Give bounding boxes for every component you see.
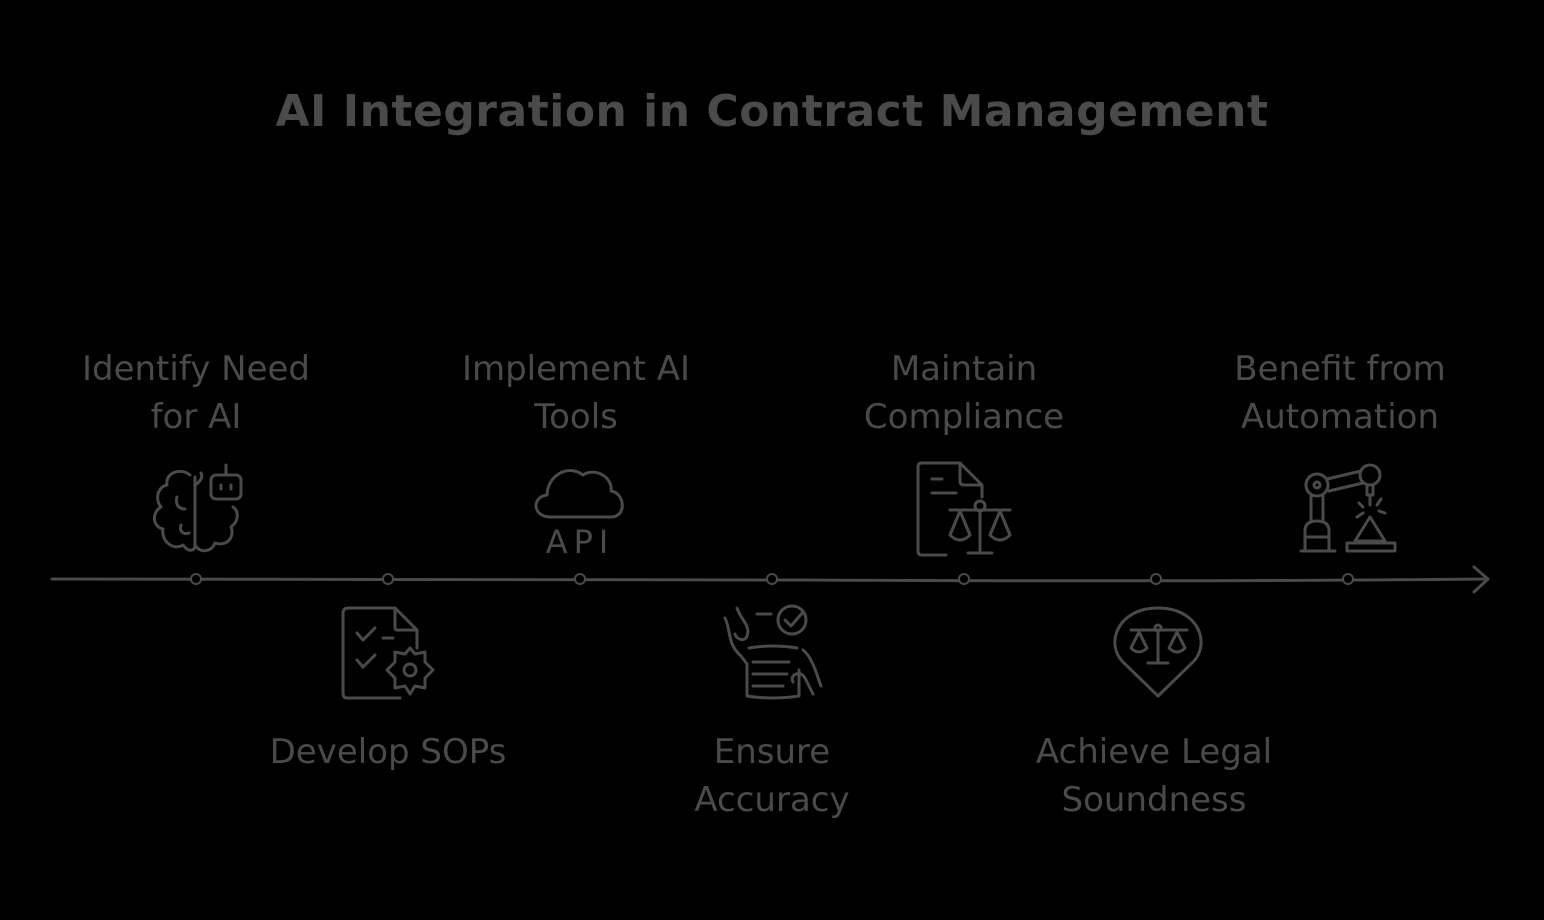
timeline-node-2 [382,573,394,585]
robotic-arm-icon [1295,455,1405,565]
step-label-ensure-accuracy: Ensure Accuracy [694,732,850,820]
step-label-benefit-from-automation: Benefit from Automation [1234,349,1446,437]
svg-text:API: API [546,523,615,561]
timeline-node-7 [1342,573,1354,585]
location-pin-scales-icon [1103,600,1213,710]
step-label-develop-sops: Develop SOPs [269,732,507,772]
brain-robot-icon [145,455,255,565]
document-scales-icon [910,455,1020,565]
step-label-identify-need: Identify Need for AI [81,349,310,437]
timeline-node-3 [574,573,586,585]
arrow-right-icon [1472,565,1490,594]
timeline-node-6 [1150,573,1162,585]
timeline-node-5 [958,573,970,585]
checklist-gear-icon [335,598,445,708]
diagram-title: AI Integration in Contract Management [275,86,1269,137]
cloud-api-icon: API [525,455,635,565]
step-label-achieve-legal-soundness: Achieve Legal Soundness [1035,732,1273,820]
timeline-node-1 [190,573,202,585]
step-label-implement-ai-tools: Implement AI Tools [461,349,691,437]
timeline-node-4 [766,573,778,585]
hands-document-check-icon [717,600,827,710]
step-label-maintain-compliance: Maintain Compliance [863,349,1065,437]
